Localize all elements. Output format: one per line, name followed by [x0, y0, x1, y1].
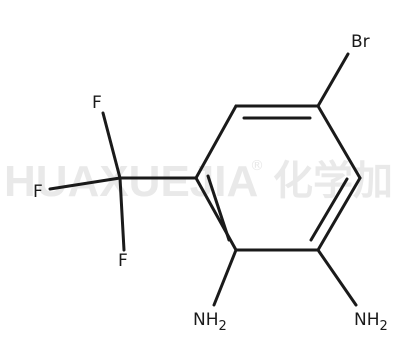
bond-cf3-f-left [48, 176, 122, 191]
bond-to-nh2-left [212, 248, 238, 307]
bond-to-br [316, 52, 350, 108]
bond-cf3-f-bottom [118, 176, 126, 252]
bond-ring-lower-right-inner [309, 177, 349, 242]
atom-br: Br [351, 32, 370, 52]
atom-nh2-left: NH2 [193, 310, 227, 334]
atom-f-bottom: F [118, 251, 128, 271]
atom-labels: Br F F F NH2 NH2 [33, 32, 388, 334]
bond-ring-lower-left-inner [206, 174, 231, 242]
atom-nh2-right-subscript: 2 [380, 319, 388, 334]
bond-cf3-f-top [101, 111, 122, 180]
atom-nh2-right-symbol: NH [354, 310, 380, 330]
atom-f-left: F [33, 182, 43, 202]
bond-ring-upper-left [194, 104, 238, 180]
bond-to-nh2-right [316, 248, 358, 307]
bond-ring-lower-right [316, 176, 362, 252]
atom-nh2-left-symbol: NH [193, 310, 219, 330]
watermark-registered-mark: ® [250, 158, 264, 174]
bond-ring-upper-right [316, 104, 362, 180]
atom-nh2-left-subscript: 2 [219, 319, 227, 334]
atom-nh2-right: NH2 [354, 310, 388, 334]
watermark-cjk: 化学加 [273, 158, 393, 204]
watermark: HUAXUEJIA ® 化学加 [4, 157, 393, 206]
atom-f-top: F [92, 93, 102, 113]
bonds [48, 52, 362, 307]
